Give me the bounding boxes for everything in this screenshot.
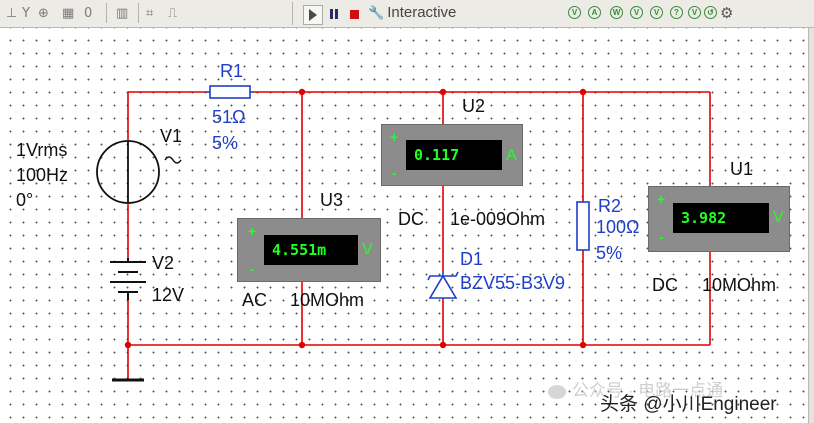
stop-button[interactable] (345, 5, 363, 23)
play-icon (309, 9, 317, 21)
interactive-label: Interactive (387, 4, 457, 21)
u3-ref: U3 (320, 190, 344, 210)
u2-plus-terminal: + (390, 129, 399, 145)
w-probe-icon[interactable]: W (610, 6, 623, 19)
step-icon[interactable]: ⎍ (168, 5, 178, 21)
r1-value: 51Ω (212, 107, 246, 127)
v1-ref: V1 (160, 126, 183, 146)
vertical-scrollbar[interactable] (808, 28, 814, 423)
stop-icon (349, 9, 359, 19)
watermark-line1: 公众号 · 电路一点通 (548, 376, 723, 401)
u3-unit: V (362, 241, 373, 258)
r2-resistor[interactable] (576, 201, 590, 251)
voltmeter-icon[interactable]: ⊥ (6, 5, 18, 21)
u2-ref: U2 (462, 96, 486, 116)
u1-display: 3.982 (673, 203, 769, 233)
u1-ref: U1 (730, 159, 754, 179)
u2-unit: A (506, 147, 517, 164)
r1-resistor[interactable] (206, 85, 254, 99)
r2-tolerance: 5% (596, 243, 623, 263)
watermark-line2: 头条 @小川Engineer (600, 394, 777, 415)
vdc-probe-icon[interactable]: V (650, 6, 663, 19)
r2-value: 100Ω (596, 217, 640, 237)
u3-voltmeter[interactable]: + 4.551m V - (237, 218, 381, 282)
toolbar: ⊥ Y ⊕ ▦ 0 ▥ ⌗ ⎍ 🔧 Interactive V A W V V … (0, 0, 814, 28)
crossover-icon[interactable]: ⊕ (38, 5, 49, 21)
u1-unit: V (773, 209, 784, 226)
u1-plus-terminal: + (657, 191, 666, 207)
d1-ref: D1 (460, 249, 484, 269)
current-probe-icon[interactable]: V (688, 6, 701, 19)
u2-display: 0.117 (406, 140, 502, 170)
u2-mode: DC (398, 209, 424, 229)
u3-mode: AC (242, 290, 268, 310)
v1-phase: 0° (16, 190, 34, 210)
wires (127, 91, 711, 380)
v2-value: 12V (152, 285, 185, 305)
transient-probe-icon[interactable]: ↺ (704, 6, 717, 19)
zero-icon[interactable]: 0 (84, 5, 93, 21)
settings-gear-icon[interactable]: ⚙ (720, 4, 734, 22)
u3-minus-terminal: - (250, 261, 255, 277)
logic-icon[interactable]: ⌗ (146, 5, 154, 21)
r1-ref: R1 (220, 61, 244, 81)
v2-ref: V2 (152, 253, 175, 273)
v1-amplitude: 1Vrms (16, 140, 68, 160)
v1-frequency: 100Hz (16, 165, 69, 185)
wrench-icon: 🔧 (368, 5, 385, 20)
u2-minus-terminal: - (392, 165, 397, 181)
r2-ref: R2 (598, 196, 622, 216)
u3-display: 4.551m (264, 235, 358, 265)
u1-resistance: 10MOhm (702, 275, 777, 295)
u1-voltmeter[interactable]: + 3.982 V - (648, 186, 790, 252)
v-probe-icon[interactable]: V (568, 6, 581, 19)
pause-button[interactable] (325, 5, 343, 23)
v1-ac-source[interactable] (96, 140, 182, 204)
junction-dots (124, 88, 587, 349)
pause-icon (330, 9, 338, 19)
u3-resistance: 10MOhm (290, 290, 365, 310)
u1-mode: DC (652, 275, 678, 295)
wechat-icon (548, 384, 566, 399)
vac-probe-icon[interactable]: V (630, 6, 643, 19)
reference-probe-icon[interactable]: ? (670, 6, 683, 19)
grid-icon[interactable]: ▦ (62, 5, 75, 21)
v2-battery[interactable] (110, 258, 146, 300)
bar-icon[interactable]: ▥ (116, 5, 129, 21)
u2-resistance: 1e-009Ohm (450, 209, 546, 229)
u3-plus-terminal: + (248, 223, 257, 239)
interactive-mode-button[interactable]: 🔧 Interactive (368, 3, 456, 23)
a-probe-icon[interactable]: A (588, 6, 601, 19)
simulation-controls (292, 2, 769, 25)
d1-model: BZV55-B3V9 (460, 273, 566, 293)
play-button[interactable] (303, 5, 323, 25)
u2-ammeter[interactable]: + 0.117 A - (381, 124, 523, 186)
r1-tolerance: 5% (212, 133, 239, 153)
y-probe-icon[interactable]: Y (22, 5, 30, 21)
d1-zener-diode[interactable] (427, 271, 459, 299)
u1-minus-terminal: - (659, 229, 664, 245)
